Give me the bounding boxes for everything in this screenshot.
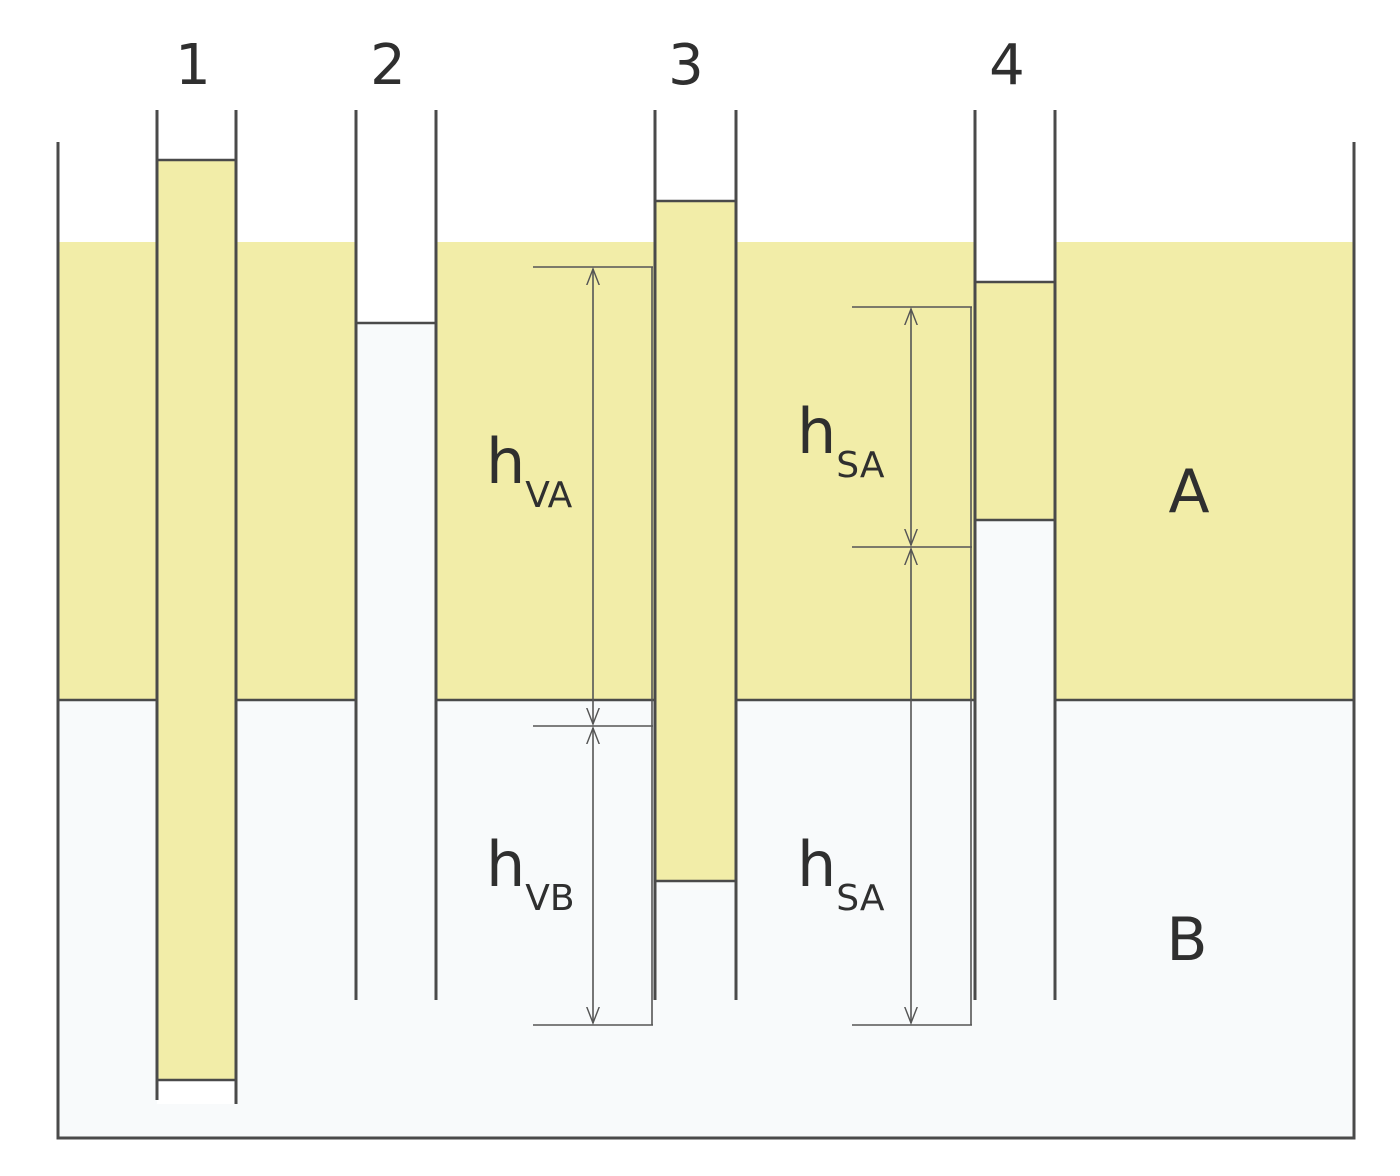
tube-1-number: 1 — [175, 33, 211, 98]
label-hva: hVA — [486, 425, 573, 516]
layer-a-label: A — [1168, 457, 1209, 527]
tube-2-liquid-b — [356, 323, 436, 1000]
tube-2 — [354, 110, 438, 1000]
label-hsa-lower-main: h — [797, 828, 836, 901]
tube-1 — [155, 110, 238, 1104]
label-hvb: hVB — [486, 828, 575, 919]
tube-3-number: 3 — [668, 33, 704, 98]
tube-3-liquid-a — [655, 201, 736, 881]
tube-3-liquid-b — [655, 881, 736, 1000]
tube-1-liquid-a — [157, 160, 236, 1080]
tube-2-number: 2 — [370, 33, 406, 98]
tube-4 — [973, 110, 1057, 1000]
label-hsa-upper-sub: SA — [836, 445, 885, 486]
label-hsa-upper-main: h — [797, 395, 836, 468]
dimension-set-tube-4 — [852, 306, 972, 1026]
label-hsa-lower: hSA — [797, 828, 885, 919]
label-hva-main: h — [486, 425, 525, 498]
label-hsa-upper: hSA — [797, 395, 885, 486]
label-hsa-lower-sub: SA — [836, 878, 885, 919]
label-hvb-sub: VB — [525, 878, 574, 919]
label-hvb-main: h — [486, 828, 525, 901]
tube-4-liquid-a — [975, 282, 1055, 520]
container-outline — [56, 142, 1356, 1140]
tube-3 — [653, 110, 738, 1000]
tube-4-interior-top — [975, 110, 1055, 282]
label-hva-sub: VA — [525, 475, 572, 516]
tube-2-interior-top — [356, 110, 436, 323]
layer-b-label: B — [1166, 905, 1207, 975]
dimension-set-tube-3 — [533, 266, 653, 1026]
tube-4-number: 4 — [989, 33, 1025, 98]
tube-3-interior-top — [655, 110, 736, 201]
tube-4-liquid-b — [975, 520, 1055, 1000]
